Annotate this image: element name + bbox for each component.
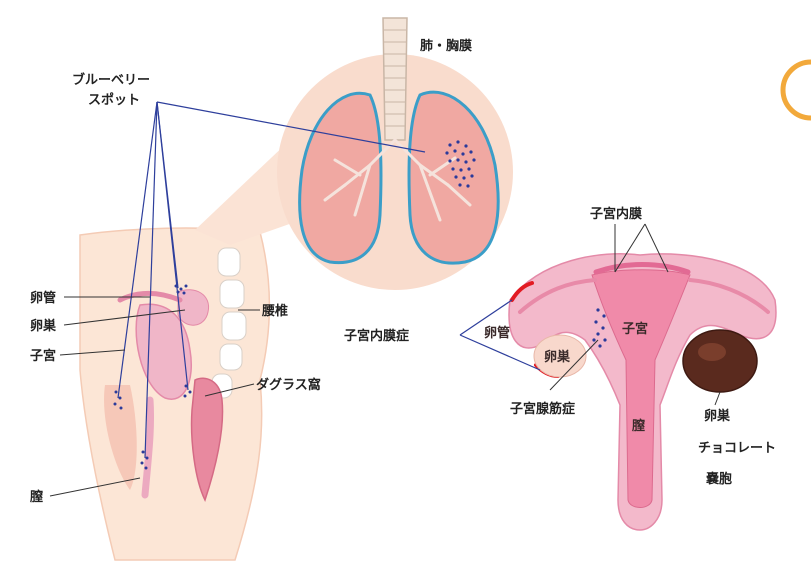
label-chocolate-line1: チョコレート bbox=[698, 441, 776, 456]
trachea bbox=[383, 18, 407, 140]
label-uterus-vagina: 膣 bbox=[632, 418, 645, 434]
label-right-ovary: 卵巣 bbox=[704, 408, 731, 424]
label-douglas-pouch: ダグラス窩 bbox=[256, 377, 321, 393]
label-fallopian-tube: 卵管 bbox=[30, 290, 56, 306]
label-vagina: 膣 bbox=[30, 489, 43, 505]
chocolate-cyst-highlight bbox=[698, 343, 726, 361]
label-lung-pleura: 肺・胸膜 bbox=[420, 38, 472, 54]
label-uterus: 子宮 bbox=[30, 348, 56, 364]
label-lumbar-spine: 腰椎 bbox=[261, 303, 288, 319]
label-endometriosis: 子宮内膜症 bbox=[344, 328, 409, 344]
orange-circle-decoration bbox=[783, 62, 811, 118]
label-uterus-center: 子宮 bbox=[622, 321, 648, 337]
chocolate-cyst bbox=[683, 330, 757, 392]
label-adenomyosis: 子宮腺筋症 bbox=[510, 401, 575, 417]
body-ovary bbox=[178, 290, 209, 325]
body-cross-section bbox=[80, 140, 315, 560]
lung-diagram bbox=[277, 18, 513, 290]
label-ovary: 卵巣 bbox=[30, 318, 57, 334]
label-chocolate-line2: 嚢胞 bbox=[705, 471, 732, 487]
label-uterus-tube: 卵管 bbox=[484, 325, 510, 341]
label-endometrium: 子宮内膜 bbox=[590, 206, 642, 222]
label-blueberry-line1: ブルーベリー bbox=[72, 72, 150, 88]
uterus-diagram bbox=[509, 254, 776, 530]
label-uterus-ovary: 卵巣 bbox=[544, 349, 571, 365]
uterus-cavity bbox=[592, 270, 690, 508]
label-blueberry-line2: スポット bbox=[88, 92, 140, 108]
